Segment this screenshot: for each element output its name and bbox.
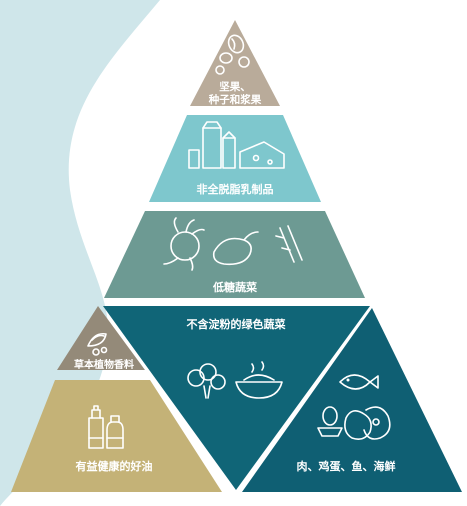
background-wave — [0, 0, 160, 506]
tier-green-veg: 不含淀粉的绿色蔬菜 — [103, 306, 370, 490]
tier-herbs: 草本植物香料 — [57, 306, 145, 371]
milk-cheese-icon — [188, 121, 285, 169]
nuts-label-line1: 坚果、 — [219, 80, 251, 93]
lowsugar-veg-label: 低糖蔬菜 — [212, 280, 258, 294]
fish-egg-meat-icon — [317, 374, 391, 440]
green-veg-label: 不含淀粉的绿色蔬菜 — [187, 317, 287, 331]
herbs-label: 草本植物香料 — [74, 358, 134, 371]
nuts-label-line2: 种子和浆果 — [208, 93, 262, 106]
protein-label: 肉、鸡蛋、鱼、海鲜 — [297, 459, 396, 473]
dairy-label: 非全脱脂乳制品 — [197, 182, 274, 196]
tier-oils: 有益健康的好油 — [11, 380, 222, 492]
herb-leaves-icon — [87, 332, 108, 356]
tier-nuts: 坚果、 种子和浆果 — [190, 20, 280, 106]
tier-dairy: 非全脱脂乳制品 — [149, 115, 321, 202]
nuts-icon — [215, 34, 250, 75]
oils-label: 有益健康的好油 — [76, 459, 153, 473]
broccoli-dish-icon — [187, 361, 283, 399]
beet-eggplant-asparagus-icon — [163, 217, 303, 271]
tier-protein: 肉、鸡蛋、鱼、海鲜 — [242, 308, 462, 492]
tier-lowsugar-veg: 低糖蔬菜 — [104, 211, 365, 298]
oil-bottles-icon — [88, 405, 124, 449]
